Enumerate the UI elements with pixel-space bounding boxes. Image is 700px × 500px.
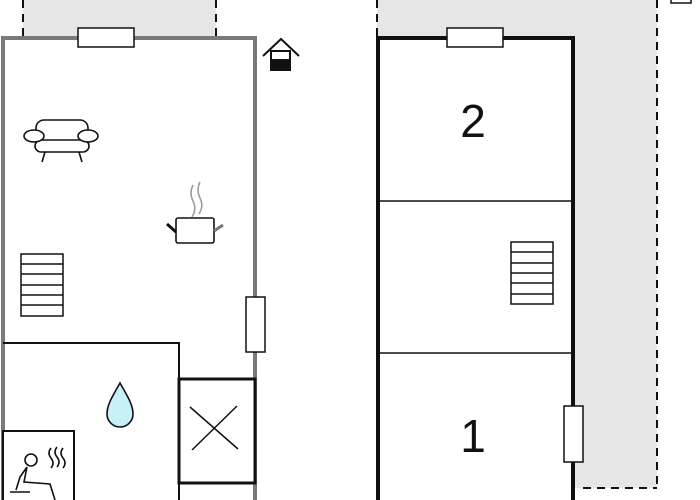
window-fragment [670, 0, 692, 4]
sofa-icon [23, 119, 99, 163]
water-drop-icon [106, 381, 134, 428]
window [563, 405, 584, 463]
sauna-icon [10, 446, 66, 500]
room-label-2: 2 [460, 95, 486, 147]
stairs-icon [20, 253, 64, 317]
building-right: 2 1 [376, 27, 584, 500]
sauna-room [2, 430, 75, 500]
terrace-right [376, 0, 658, 489]
window [446, 27, 504, 48]
building-left [1, 27, 266, 500]
cooking-pot-icon [166, 181, 224, 244]
window [77, 27, 135, 48]
house-entrance-icon [262, 37, 300, 71]
room-label-1: 1 [460, 410, 486, 462]
window [245, 296, 266, 353]
void-x-icon [189, 405, 239, 451]
stairs-icon [510, 241, 554, 305]
